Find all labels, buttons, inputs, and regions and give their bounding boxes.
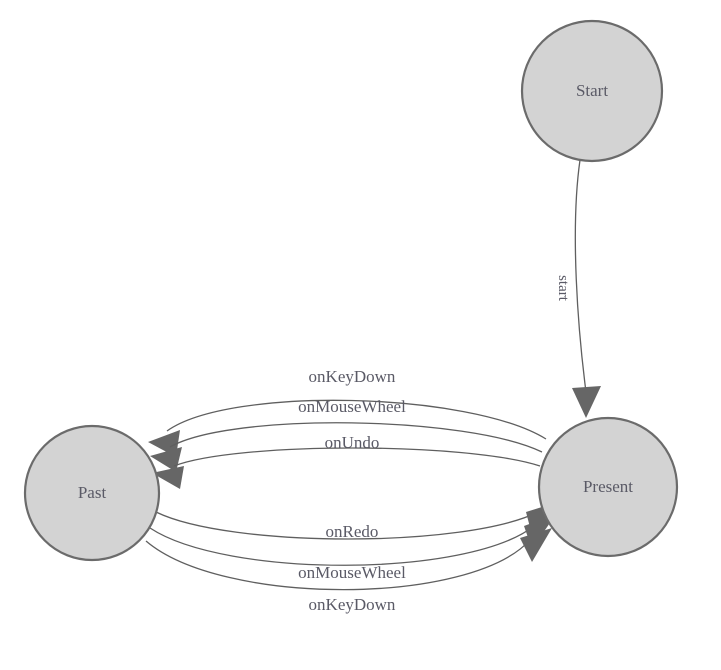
edge-present-to-past-onundo[interactable]: onUndo [152, 433, 541, 489]
edge-label-present-past-onmousewheel: onMouseWheel [298, 397, 406, 416]
node-present-label: Present [583, 477, 633, 496]
node-present-circle [537, 416, 679, 558]
edge-past-to-present-onkeydown-path [145, 539, 531, 591]
node-past-label: Past [78, 483, 107, 502]
edge-start-to-present[interactable]: start [555, 159, 601, 418]
node-past[interactable]: Past [23, 424, 161, 562]
node-present[interactable]: Present [537, 416, 679, 558]
edge-present-to-past-onundo-arrowhead [152, 466, 184, 489]
node-start-circle [520, 19, 664, 163]
edge-label-past-present-onredo: onRedo [326, 522, 379, 541]
node-start[interactable]: Start [520, 19, 664, 163]
edge-past-to-present-onkeydown[interactable]: onKeyDown [145, 528, 552, 614]
edge-label-past-present-onkeydown: onKeyDown [309, 595, 396, 614]
edge-label-past-present-onmousewheel: onMouseWheel [298, 563, 406, 582]
edge-label-present-past-onundo: onUndo [325, 433, 380, 452]
edge-start-to-present-path [574, 159, 587, 393]
edge-past-to-present-onredo[interactable]: onRedo [155, 502, 558, 541]
edge-start-to-present-arrowhead [572, 386, 601, 418]
edge-present-to-past-onmousewheel-path [169, 422, 543, 453]
node-start-label: Start [576, 81, 608, 100]
edge-past-to-present-onmousewheel-path [149, 525, 535, 566]
edge-label-present-past-onkeydown: onKeyDown [309, 367, 396, 386]
edge-past-to-present-onredo-path [155, 511, 539, 540]
edge-present-to-past-onkeydown-path [166, 399, 547, 440]
edge-present-to-past-onundo-path [173, 447, 541, 467]
edge-past-to-present-onkeydown-arrowhead [520, 528, 552, 562]
node-past-circle [23, 424, 161, 562]
edge-label-start: start [555, 275, 571, 302]
